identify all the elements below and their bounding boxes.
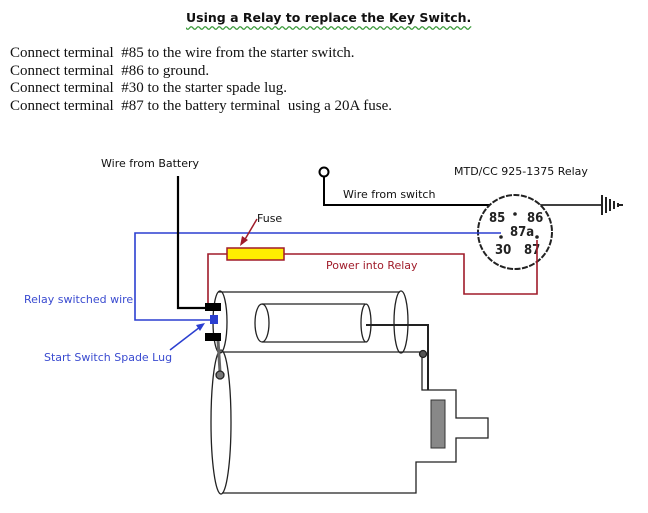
page-title: Using a Relay to replace the Key Switch. <box>186 10 472 25</box>
fuse-pointer-arrow <box>240 218 258 246</box>
power-wire <box>207 240 538 308</box>
plunger-front <box>254 303 270 343</box>
motor-front-end <box>210 349 232 495</box>
spade-lug-pointer-arrow <box>169 323 205 351</box>
switch-wire-path <box>323 177 494 206</box>
terminal-dot <box>499 235 503 239</box>
battery-wire <box>176 176 206 310</box>
ground-wire <box>538 195 623 215</box>
starter-body <box>218 291 489 494</box>
pivot-pin <box>418 349 428 359</box>
label-fuse: Fuse <box>257 212 282 225</box>
instruction-line: Connect terminal #30 to the starter spad… <box>10 80 288 96</box>
relay-body <box>477 194 553 270</box>
label-relay-model: MTD/CC 925-1375 Relay <box>454 165 588 178</box>
instruction-line: Connect terminal #87 to the battery term… <box>10 97 392 114</box>
battery-lug <box>205 303 221 311</box>
relay-terminal-87a: 87a <box>510 225 534 240</box>
pinion-gear <box>430 399 446 449</box>
label-power-into-relay: Power into Relay <box>326 259 418 272</box>
ground-symbol-icon <box>601 195 623 215</box>
plunger-rear <box>360 303 372 343</box>
label-wire-from-battery: Wire from Battery <box>101 157 200 170</box>
solenoid-rear-end <box>393 290 409 354</box>
label-start-switch-spade-lug: Start Switch Spade Lug <box>44 351 172 364</box>
relay-terminal-30: 30 <box>495 243 511 258</box>
arrow-head <box>240 236 248 246</box>
label-wire-from-switch: Wire from switch <box>343 188 435 201</box>
starter-motor <box>210 290 489 495</box>
relay-switched-wire <box>134 232 501 321</box>
terminal-dot <box>535 235 539 239</box>
relay: 85 86 87a 30 87 <box>477 194 553 270</box>
terminal-dot <box>513 212 517 216</box>
relay-terminal-87: 87 <box>524 243 540 258</box>
solenoid-lead <box>216 339 222 373</box>
motor-lug <box>205 333 221 341</box>
plunger-rod <box>366 324 429 390</box>
fuse <box>226 247 285 261</box>
instruction-line: Connect terminal #86 to ground. <box>10 62 210 79</box>
arrow-line <box>243 218 258 242</box>
wire-from-switch <box>318 166 494 206</box>
arrow-line <box>169 326 201 351</box>
instructions: Connect terminal #85 to the wire from th… <box>10 45 392 115</box>
spade-lug <box>210 315 218 324</box>
lead-terminal <box>215 370 225 380</box>
relay-terminal-85: 85 <box>489 211 505 226</box>
plunger <box>262 303 365 343</box>
arrow-head <box>196 323 205 331</box>
relay-terminal-86: 86 <box>527 211 543 226</box>
label-relay-switched-wire: Relay switched wire <box>24 293 133 306</box>
instruction-line: Connect terminal #85 to the wire from th… <box>10 45 355 61</box>
switch-terminal-ring <box>318 166 330 178</box>
